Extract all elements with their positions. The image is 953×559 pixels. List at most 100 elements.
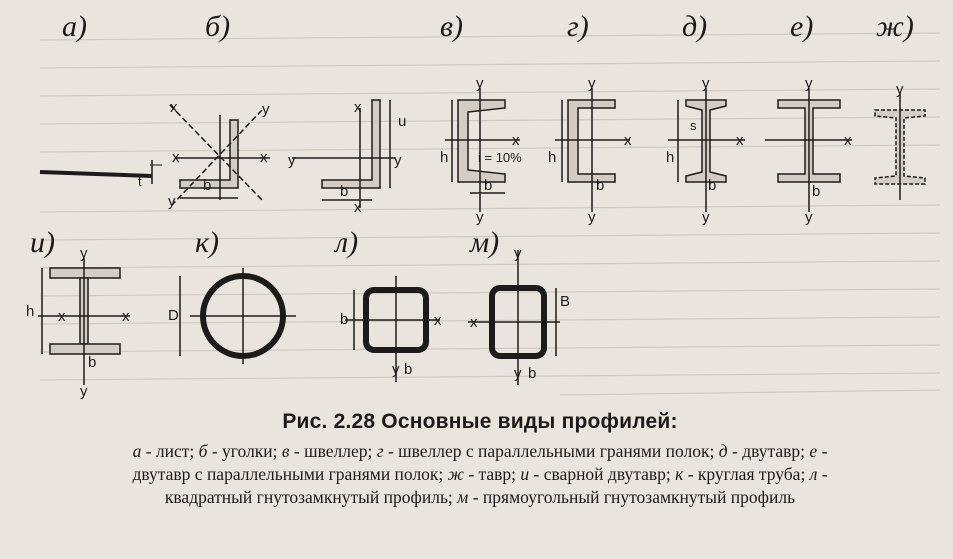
caption-text: а - лист; б - уголки; в - швеллер; г - ш… <box>130 440 830 509</box>
profile-g-parallel-channel <box>555 88 630 212</box>
axis-h-i: h <box>26 303 34 320</box>
axis-y-d: y <box>702 75 710 92</box>
axis-x-b: x <box>170 99 178 116</box>
axis-b-v: b <box>484 177 492 194</box>
label-m: м) <box>469 226 499 259</box>
label-d: д) <box>682 10 707 43</box>
caption-key: в <box>281 441 290 461</box>
axis-s-d: s <box>690 118 697 133</box>
label-a: а) <box>62 10 87 43</box>
axis-x-e: x <box>844 132 852 149</box>
axis-b-i: b <box>88 354 96 371</box>
caption-key: д <box>718 441 728 461</box>
axis-x3-b: x <box>260 149 268 166</box>
caption-key: и <box>520 464 530 484</box>
axis-h-v: h <box>440 149 448 166</box>
axis-b-m: b <box>528 365 536 382</box>
axis-x-i: x <box>122 308 130 325</box>
axis-b2-l: b <box>404 361 412 378</box>
caption-item-text: - лист; <box>141 441 199 461</box>
caption-item-text: - уголки; <box>207 441 282 461</box>
axis-u-b2: u <box>398 113 406 130</box>
axis-b-d: b <box>708 177 716 194</box>
axis-y2-b: y <box>168 193 176 210</box>
caption-key: а <box>132 441 142 461</box>
axis-x-g: x <box>624 132 632 149</box>
axis-y-e: y <box>805 75 813 92</box>
caption-title: Рис. 2.28 Основные виды профилей: <box>282 410 678 433</box>
axis-y-b2: y <box>288 152 296 169</box>
profile-l-square-tube <box>345 276 440 382</box>
axis-x-d: x <box>736 132 744 149</box>
caption-item-text: - сварной двутавр; <box>529 464 676 484</box>
axis-h-g: h <box>548 149 556 166</box>
axis-x-l: x <box>434 312 442 329</box>
caption-key: м <box>457 487 469 507</box>
axis-b-b: b <box>203 177 211 194</box>
label-b: б) <box>205 10 230 43</box>
caption-item-text: - швеллер с параллельными гранями полок; <box>383 441 719 461</box>
axis-y2-i: y <box>80 383 88 400</box>
caption-item-text: - тавр; <box>463 464 521 484</box>
profile-d-ibeam <box>668 88 745 212</box>
caption-key: ж <box>447 464 464 484</box>
axis-D-k: D <box>168 307 179 324</box>
caption-item-text: - двутавр с параллельными гранями полок; <box>132 441 828 484</box>
axis-B-m: B <box>560 293 570 310</box>
caption-item-text: - двутавр; <box>727 441 810 461</box>
profile-i-welded-ibeam <box>38 258 130 385</box>
profile-m-rect-tube <box>468 250 560 385</box>
label-e: е) <box>790 10 813 43</box>
profile-v-channel <box>445 88 520 212</box>
profile-k-round-tube <box>179 268 296 364</box>
label-zh: ж) <box>876 10 914 43</box>
caption-key: к <box>675 464 684 484</box>
axis-x2-b2: x <box>354 199 362 216</box>
axis-y-zh: y <box>896 81 904 98</box>
axis-y-g: y <box>588 75 596 92</box>
axis-x-m: x <box>470 314 478 331</box>
caption-item-text: - квадратный гнутозамкнутый профиль; <box>164 464 828 507</box>
caption-item-text: - круглая труба; <box>683 464 810 484</box>
axis-y-v: y <box>476 75 484 92</box>
axis-y2-m: y <box>514 365 522 382</box>
axis-y2-e: y <box>805 209 813 226</box>
background-bleed <box>39 32 941 396</box>
figure-caption: Рис. 2.28 Основные виды профилей: а - ли… <box>130 410 830 509</box>
axis-y2-v: y <box>476 209 484 226</box>
caption-item-text: - прямоугольный гнутозамкнутый профиль <box>468 487 796 507</box>
label-g: г) <box>567 10 589 43</box>
profile-zh-tee <box>874 92 926 200</box>
profile-e-parallel-ibeam <box>765 88 852 212</box>
profile-a-sheet <box>39 160 162 184</box>
axis-h-d: h <box>666 149 674 166</box>
caption-key: е <box>809 441 818 461</box>
caption-key: г <box>376 441 384 461</box>
profile-b-equal-angle <box>169 104 270 206</box>
axis-x2-i: x <box>58 308 66 325</box>
axis-y-m: y <box>514 245 522 262</box>
slope-v: i = 10% <box>478 150 522 165</box>
axis-y2-g: y <box>588 209 596 226</box>
axis-y-i: y <box>80 245 88 262</box>
axis-b-e: b <box>812 183 820 200</box>
profile-b-unequal-angle <box>292 99 395 208</box>
label-i: и) <box>30 226 55 259</box>
axis-x-v: x <box>512 132 520 149</box>
axis-y-b: y <box>262 101 270 118</box>
axis-b-b2: b <box>340 183 348 200</box>
axis-y2-b2: y <box>394 152 402 169</box>
label-k: к) <box>195 226 219 259</box>
axis-b-g: b <box>596 177 604 194</box>
axis-y-l: y <box>392 361 400 378</box>
caption-key: л <box>809 464 818 484</box>
axis-y2-d: y <box>702 209 710 226</box>
axis-b-l: b <box>340 311 348 328</box>
label-l: л) <box>333 226 358 259</box>
axis-t-a: t <box>138 174 142 189</box>
caption-key: б <box>198 441 208 461</box>
axis-x2-b: x <box>172 149 180 166</box>
axis-x-b2: x <box>354 99 362 116</box>
caption-item-text: - швеллер; <box>289 441 377 461</box>
